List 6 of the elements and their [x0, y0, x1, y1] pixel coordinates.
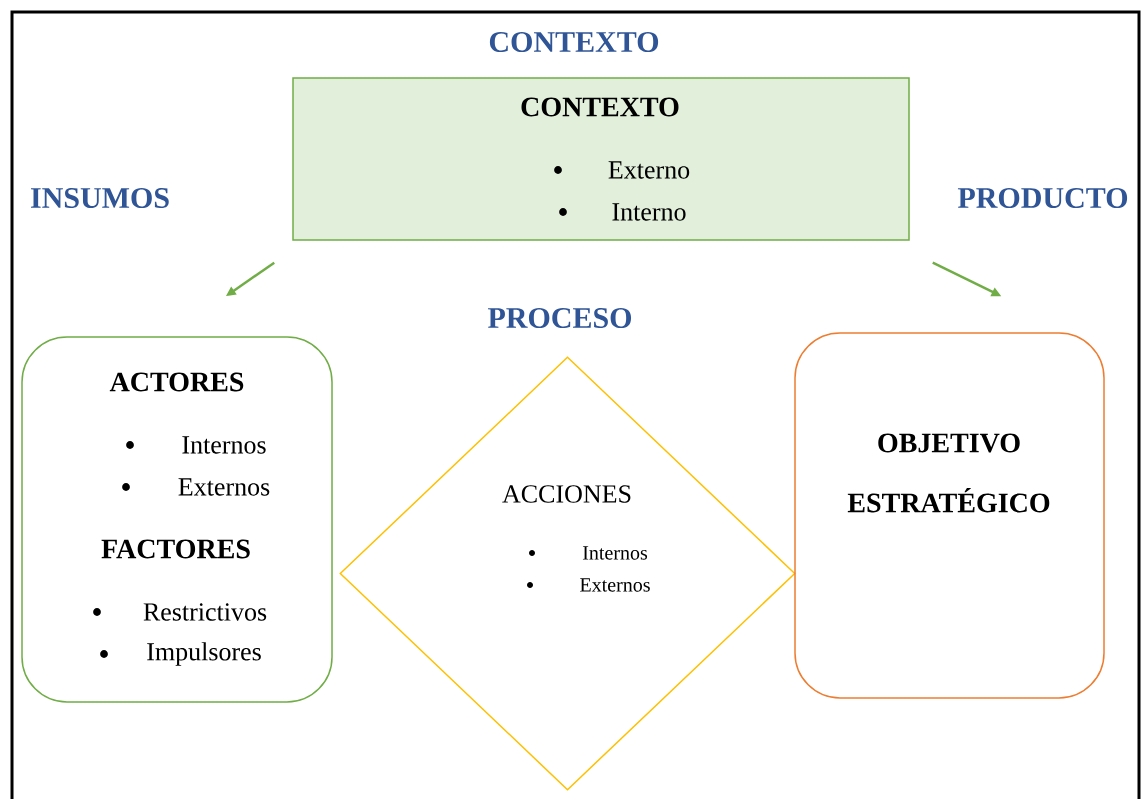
section-heading: INSUMOS [31, 187, 169, 209]
inputs-box: ACTORES Internos Externos FACTORES Restrictivos Impulsores [21, 336, 333, 703]
section-heading: PROCESO [488, 307, 632, 329]
context-box: CONTEXTO Externo Interno [292, 77, 910, 241]
section-heading: PRODUCTO [957, 187, 1128, 209]
objective-box: OBJETIVO ESTRATÉGICO [794, 332, 1105, 699]
